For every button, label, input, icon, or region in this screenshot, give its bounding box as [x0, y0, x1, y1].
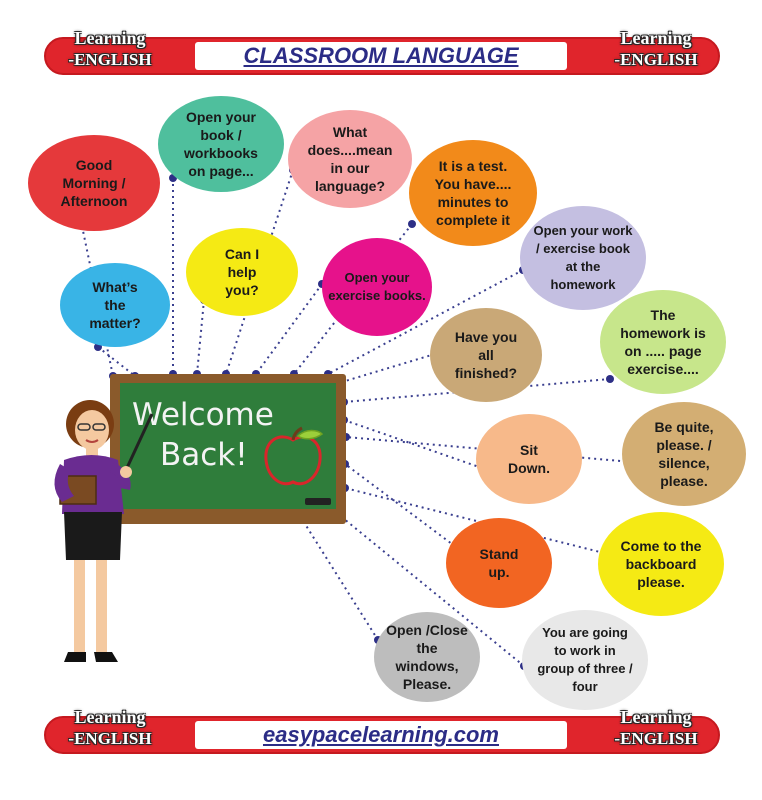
- logo-bottom-left: Learning -ENGLISH: [58, 703, 162, 765]
- phrase-text: Open your work / exercise book at the ho…: [533, 223, 633, 292]
- phrase-text: You are going to work in group of three …: [537, 625, 633, 694]
- phrase-text: What’s the matter?: [89, 279, 141, 331]
- phrase-text: The homework is on ..... page exercise..…: [620, 307, 706, 377]
- bubble-stand-up: Stand up.: [446, 518, 552, 608]
- phrase-text: What does....mean in our language?: [307, 124, 393, 194]
- bubble-group-work: You are going to work in group of three …: [522, 610, 648, 710]
- site-link[interactable]: easypacelearning.com: [195, 721, 567, 749]
- bubble-whats-the-matter: What’s the matter?: [60, 263, 170, 347]
- bubble-open-close-windows: Open /Close the windows, Please.: [374, 612, 480, 702]
- phrase-text: Sit Down.: [508, 442, 550, 476]
- bubble-open-work: Open your work / exercise book at the ho…: [520, 206, 646, 310]
- phrase-text: Have you all finished?: [454, 329, 518, 381]
- board-text-back: Back!: [160, 437, 248, 473]
- logo-line2: -ENGLISH: [68, 729, 152, 748]
- phrase-text: Good Morning / Afternoon: [60, 157, 128, 209]
- phrase-text: Stand up.: [479, 546, 519, 580]
- bubble-good-morning: Good Morning / Afternoon: [28, 135, 160, 231]
- bubble-come-to-board: Come to the backboard please.: [598, 512, 724, 616]
- bubble-test: It is a test. You have.... minutes to co…: [409, 140, 537, 246]
- logo-top-right: Learning -ENGLISH: [604, 24, 708, 86]
- bubble-open-exercise-books: Open your exercise books.: [322, 238, 432, 336]
- phrase-text: Come to the backboard please.: [620, 538, 702, 590]
- logo-line1: Learning: [620, 28, 692, 48]
- logo-line2: -ENGLISH: [614, 50, 698, 69]
- logo-line1: Learning: [74, 707, 146, 727]
- logo-line1: Learning: [74, 28, 146, 48]
- bubble-can-i-help: Can I help you?: [186, 228, 298, 316]
- blackboard: [120, 383, 336, 509]
- bubble-sit-down: Sit Down.: [476, 414, 582, 504]
- logo-line2: -ENGLISH: [614, 729, 698, 748]
- logo-bottom-right: Learning -ENGLISH: [604, 703, 708, 765]
- apple-icon: [264, 426, 324, 486]
- logo-line2: -ENGLISH: [68, 50, 152, 69]
- bubble-what-does-mean: What does....mean in our language?: [288, 110, 412, 208]
- phrase-text: Open your exercise books.: [328, 270, 426, 303]
- eraser-icon: [305, 498, 331, 505]
- logo-top-left: Learning -ENGLISH: [58, 24, 162, 86]
- phrase-text: Open /Close the windows, Please.: [386, 622, 468, 692]
- logo-line1: Learning: [620, 707, 692, 727]
- bubble-homework-on-page: The homework is on ..... page exercise..…: [600, 290, 726, 394]
- bubble-be-quiet: Be quite, please. / silence, please.: [622, 402, 746, 506]
- teacher-illustration: [54, 400, 154, 662]
- board-text-welcome: Welcome: [132, 397, 274, 433]
- phrase-text: Can I help you?: [224, 246, 260, 298]
- phrase-text: Be quite, please. / silence, please.: [654, 419, 714, 489]
- bubble-have-you-finished: Have you all finished?: [430, 308, 542, 402]
- phrase-text: It is a test. You have.... minutes to co…: [434, 158, 512, 228]
- page-title: CLASSROOM LANGUAGE: [195, 42, 567, 70]
- phrase-text: Open your book / workbooks on page...: [184, 109, 258, 179]
- bubble-open-book: Open your book / workbooks on page...: [158, 96, 284, 192]
